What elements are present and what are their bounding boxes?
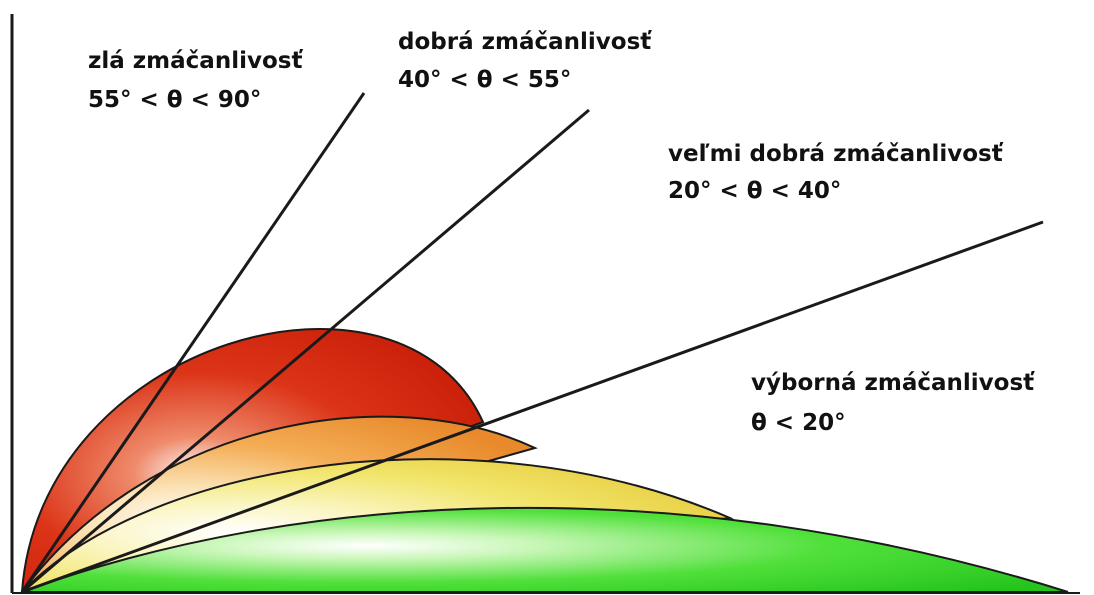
label-very-good-range: 20° < θ < 40° bbox=[668, 178, 841, 204]
tangent-line-poor bbox=[20, 92, 366, 593]
label-good-title: dobrá zmáčanlivosť bbox=[398, 29, 652, 55]
tangent-line-good bbox=[21, 108, 590, 594]
label-poor-range: 55° < θ < 90° bbox=[88, 87, 261, 113]
label-very-good-title: veľmi dobrá zmáčanlivosť bbox=[668, 141, 1004, 167]
tangent-line-very-good bbox=[21, 220, 1044, 594]
droplet-excellent-wetting bbox=[21, 506, 1069, 593]
label-good-range: 40° < θ < 55° bbox=[398, 67, 571, 93]
label-excellent-range: θ < 20° bbox=[751, 410, 846, 436]
label-excellent-title: výborná zmáčanlivosť bbox=[751, 370, 1035, 396]
label-poor-title: zlá zmáčanlivosť bbox=[88, 48, 303, 74]
